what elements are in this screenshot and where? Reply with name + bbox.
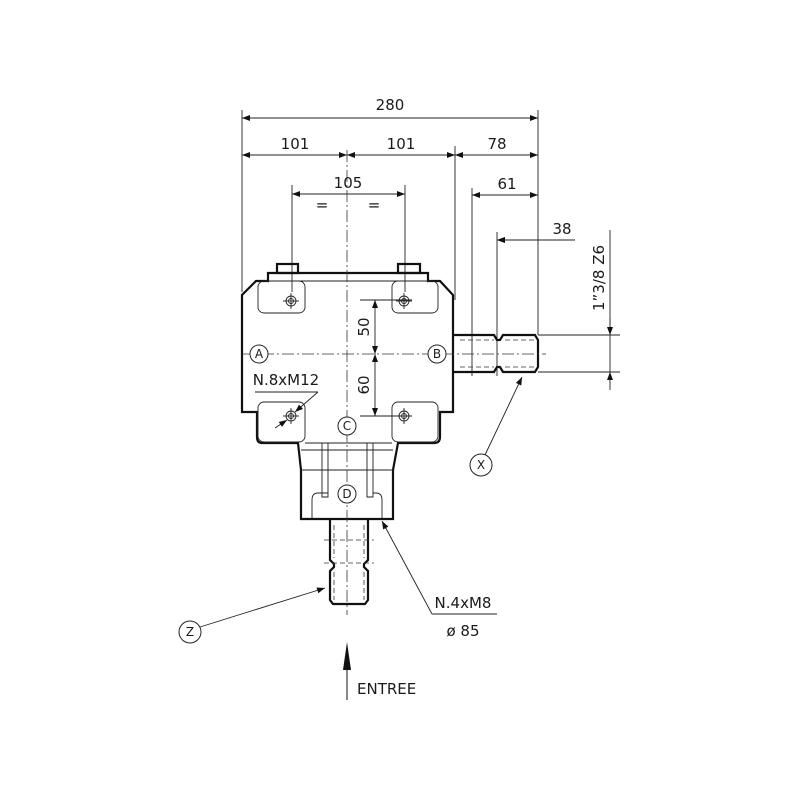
dimension-78: 78	[455, 135, 538, 158]
bolt-holes	[283, 293, 412, 424]
dimension-60: 60	[355, 354, 378, 416]
dimension-101-right: 101	[347, 135, 455, 158]
gearbox-housing	[240, 262, 455, 521]
dimension-50: 50	[355, 300, 378, 354]
svg-text:D: D	[342, 487, 351, 501]
svg-text:101: 101	[387, 135, 416, 153]
dimension-38: 38	[497, 220, 575, 243]
svg-text:1”3/8 Z6: 1”3/8 Z6	[590, 245, 608, 311]
bolt-hole	[396, 408, 412, 424]
svg-text:101: 101	[281, 135, 310, 153]
input-direction-arrow: ENTREE	[343, 642, 416, 700]
svg-text:=: =	[368, 196, 381, 214]
marker-c: C	[337, 416, 357, 436]
callout-mount-holes: N.8xM12	[253, 371, 319, 429]
dimension-61: 61	[472, 175, 538, 198]
center-lines	[242, 150, 546, 615]
svg-text:61: 61	[497, 175, 516, 193]
svg-text:ø 85: ø 85	[446, 622, 479, 640]
callout-flange-holes: N.4xM8 ø 85	[381, 520, 497, 640]
marker-x: X	[469, 376, 523, 477]
bolt-hole	[283, 293, 299, 309]
marker-z: Z	[178, 587, 326, 644]
marker-b: B	[427, 344, 447, 364]
svg-text:A: A	[255, 347, 264, 361]
svg-text:105: 105	[334, 174, 363, 192]
svg-text:38: 38	[552, 220, 571, 238]
extension-lines	[241, 110, 620, 417]
dimension-shaft-spec: 1”3/8 Z6	[590, 230, 613, 390]
bolt-hole	[283, 408, 299, 424]
marker-a: A	[249, 344, 269, 364]
svg-text:ENTREE: ENTREE	[357, 680, 416, 698]
marker-d: D	[337, 484, 357, 504]
svg-text:Z: Z	[186, 625, 194, 639]
svg-text:N.4xM8: N.4xM8	[435, 594, 492, 612]
dimension-280: 280	[242, 96, 538, 121]
svg-text:B: B	[433, 347, 441, 361]
svg-text:X: X	[477, 458, 485, 472]
output-shaft	[453, 333, 540, 374]
svg-text:78: 78	[487, 135, 506, 153]
svg-text:60: 60	[355, 375, 373, 394]
svg-text:N.8xM12: N.8xM12	[253, 371, 319, 389]
dimension-101-left: 101	[242, 135, 347, 158]
svg-text:C: C	[343, 419, 351, 433]
dimension-105: 105 = =	[292, 174, 405, 214]
svg-text:=: =	[316, 196, 329, 214]
input-shaft	[324, 519, 374, 606]
svg-text:280: 280	[376, 96, 405, 114]
bolt-hole	[396, 293, 412, 309]
svg-text:50: 50	[355, 317, 373, 336]
